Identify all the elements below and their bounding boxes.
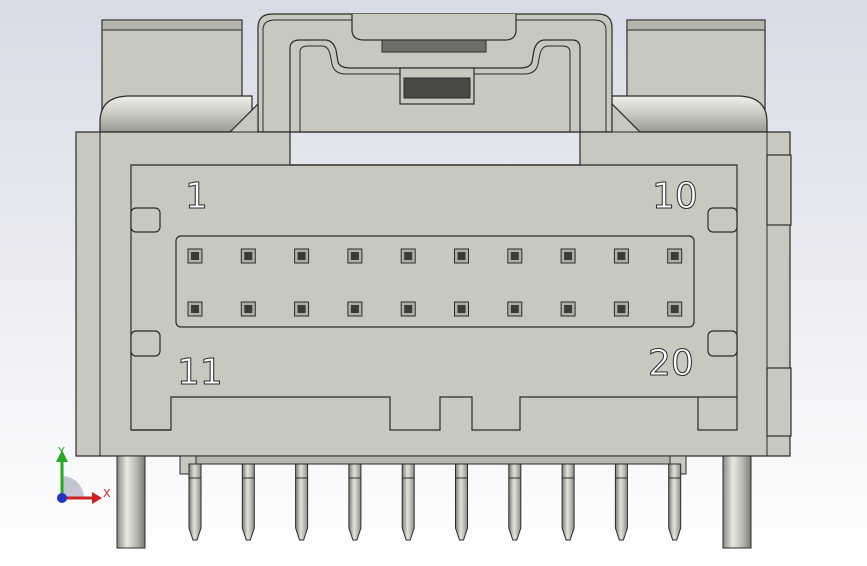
contact-pin-12 <box>244 305 253 313</box>
triad-z-axis <box>57 493 67 503</box>
triad-x-arrowhead <box>92 492 102 504</box>
contact-pin-5 <box>404 252 413 260</box>
pin-tail-1 <box>188 463 202 541</box>
right-shoulder-curve <box>611 95 768 133</box>
contact-array <box>187 248 683 317</box>
mounting-post-right <box>722 455 752 549</box>
pin-tail-4 <box>348 463 362 541</box>
pin-tail-8 <box>561 463 575 541</box>
pin-tail-10 <box>668 463 682 541</box>
triad-y-arrowhead <box>56 450 68 462</box>
left-shoulder-curve <box>99 95 253 133</box>
left-side-block-top <box>101 19 243 31</box>
pin-tails <box>188 463 682 541</box>
right-side-tab-upper <box>766 154 792 226</box>
contact-pin-18 <box>564 305 573 313</box>
contact-pin-1 <box>191 252 199 260</box>
right-side-tab-lower <box>766 367 792 437</box>
contact-pin-7 <box>510 252 519 260</box>
contact-pin-13 <box>297 305 306 313</box>
triad-xy-plane <box>62 476 84 498</box>
position-label-1: 1 <box>185 176 208 217</box>
contact-pin-17 <box>510 305 519 313</box>
mating-face-outline <box>130 164 738 431</box>
pin-tail-6 <box>455 463 468 541</box>
coordinate-triad: Y X <box>56 445 111 504</box>
pin-tail-5 <box>401 463 415 541</box>
bottom-ledge <box>195 455 671 465</box>
contact-pin-15 <box>404 305 413 313</box>
key-slot-bottom-right <box>707 330 738 357</box>
contact-pin-16 <box>457 305 466 313</box>
triad-x-label: X <box>103 487 111 500</box>
latch-window-recess <box>403 77 471 99</box>
contact-pin-10 <box>670 252 679 260</box>
key-slot-top-right <box>707 207 738 233</box>
contact-pin-8 <box>564 252 573 260</box>
contact-pin-3 <box>297 252 306 260</box>
contact-pin-20 <box>670 305 679 313</box>
mounting-post-left <box>116 455 146 549</box>
position-label-20: 20 <box>648 343 694 384</box>
mating-face-lower-edge <box>131 397 738 431</box>
pin-tail-9 <box>614 463 628 541</box>
contact-pin-11 <box>191 305 199 313</box>
key-slot-top-left <box>130 207 161 233</box>
latch-button <box>381 39 487 53</box>
pin-tail-2 <box>241 463 255 541</box>
pin-tail-7 <box>508 463 522 541</box>
contact-pin-19 <box>617 305 626 313</box>
contact-pin-6 <box>457 252 466 260</box>
position-label-10: 10 <box>652 176 698 217</box>
position-label-11: 11 <box>177 352 223 393</box>
contact-pin-9 <box>617 252 626 260</box>
pin-tail-3 <box>295 463 309 541</box>
contact-pin-4 <box>350 252 359 260</box>
triad-y-label: Y <box>57 445 65 458</box>
right-side-block-top <box>626 19 766 31</box>
contact-pin-2 <box>244 252 253 260</box>
key-slot-bottom-left <box>130 330 161 357</box>
contact-pin-14 <box>350 305 359 313</box>
latch-top-slot <box>351 14 517 41</box>
